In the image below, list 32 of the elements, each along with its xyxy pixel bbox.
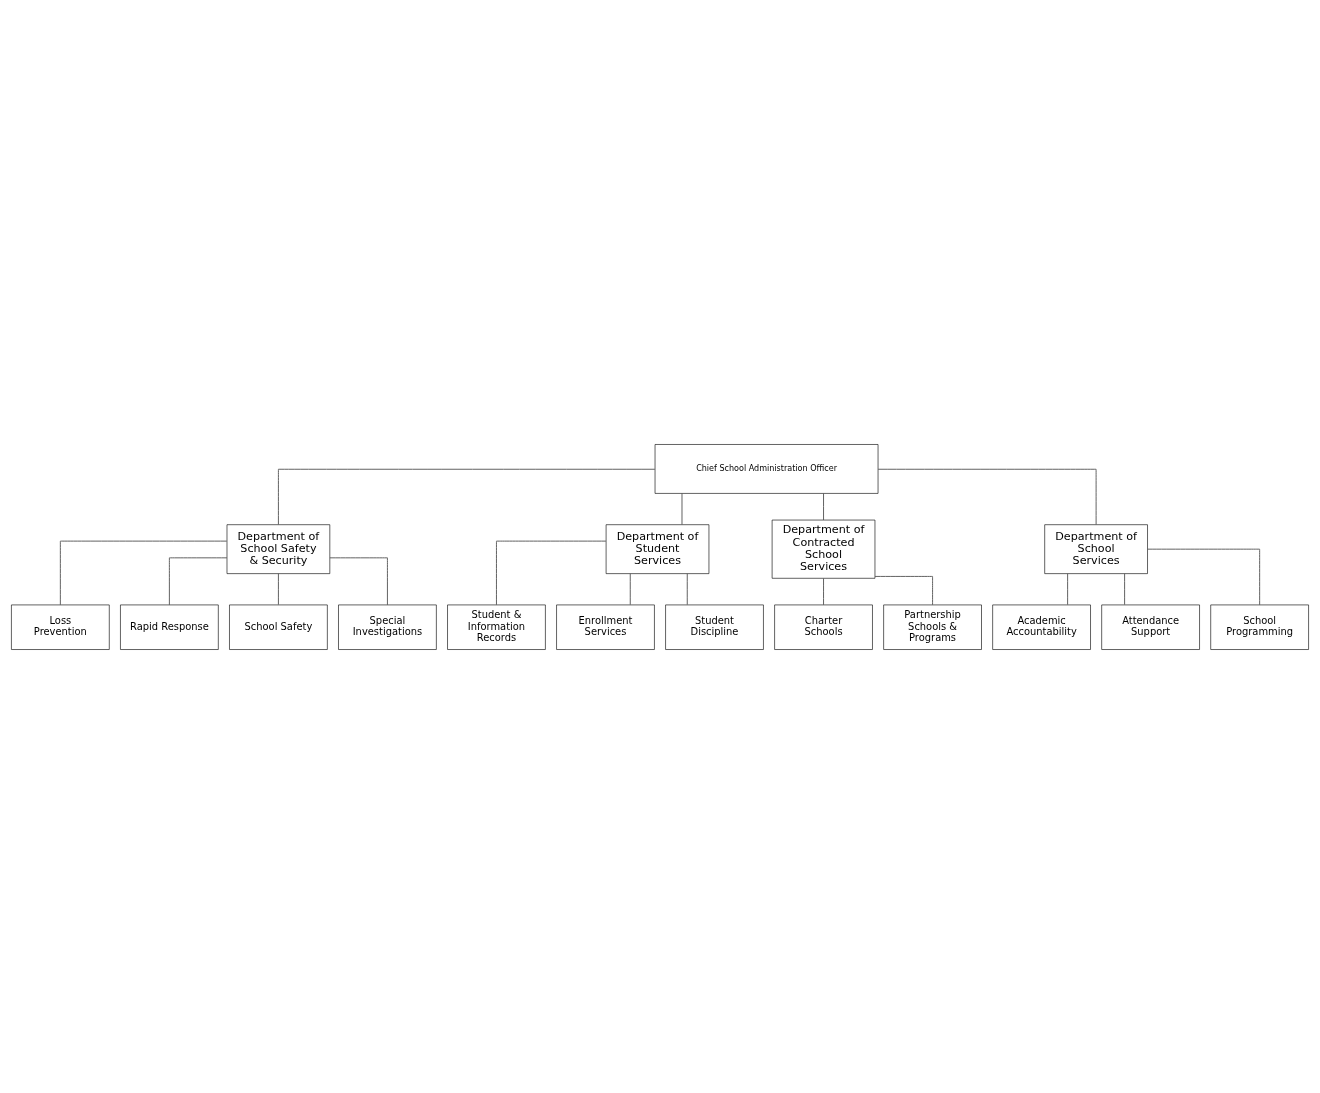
connector [1067, 572, 1069, 605]
node-box: School Programming [1210, 604, 1309, 650]
node-box: Charter Schools [774, 604, 873, 650]
node-box: Student & Information Records [447, 604, 546, 650]
node-box: School Safety [229, 604, 328, 650]
connector [168, 556, 228, 605]
node-box: Enrollment Services [556, 604, 655, 650]
connector [681, 492, 683, 525]
connector [629, 572, 631, 605]
node-box: Partnership Schools & Programs [883, 604, 982, 650]
node-box: Department of School Safety & Security [226, 523, 331, 574]
node-box: Academic Accountability [992, 604, 1091, 650]
node-box: Rapid Response [120, 604, 219, 650]
connector [59, 540, 228, 605]
connector [877, 468, 1097, 525]
connector [823, 577, 824, 605]
node-box: Special Investigations [338, 604, 437, 650]
node-box: Department of School Services [1044, 523, 1148, 574]
connector [277, 572, 279, 605]
connector [1124, 572, 1126, 605]
connector [686, 572, 688, 605]
connector [277, 468, 656, 525]
connector [823, 492, 824, 520]
connector [329, 556, 388, 605]
connector [496, 540, 607, 605]
node-box: Attendance Support [1101, 604, 1200, 650]
node-box: Department of Student Services [605, 523, 710, 574]
node-box: Student Discipline [665, 604, 764, 650]
node-box: Department of Contracted School Services [771, 519, 876, 579]
connector [874, 575, 934, 605]
node-box: Loss Prevention [11, 604, 110, 650]
connector [1147, 548, 1261, 605]
